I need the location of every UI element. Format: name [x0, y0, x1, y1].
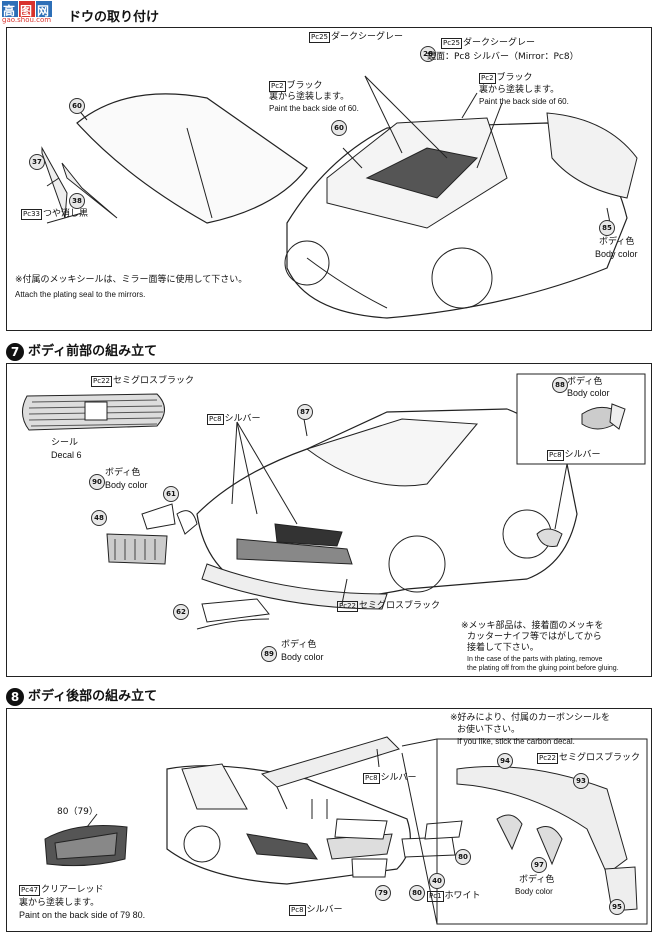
back-paint-right: 裏から塗装します。 — [479, 85, 560, 95]
part-80-b: 80 — [409, 885, 425, 901]
plating-note-jp-2: カッターナイフ等ではがしてから — [467, 632, 602, 642]
step6-title: ドウの取り付け — [68, 10, 160, 25]
plating-note-jp-3: 接着して下さい。 — [467, 643, 539, 653]
back-paint-left-en: Paint the back side of 60. — [269, 104, 359, 113]
pc-badge: Pc47 — [19, 885, 40, 896]
body-color-90-en: Body color — [105, 480, 148, 490]
pc-badge: Pc22 — [537, 753, 558, 764]
plating-note-en-2: the plating off from the gluing point be… — [467, 665, 619, 672]
body-color-89-en: Body color — [281, 652, 324, 662]
pc-badge: Pc8 — [289, 905, 306, 916]
plating-note-jp: ※付属のメッキシールは、ミラー面等に使用して下さい。 — [15, 275, 248, 285]
pc-badge: Pc22 — [337, 601, 358, 612]
pc-badge: Pc33 — [21, 209, 42, 220]
plating-note-jp-1: ※メッキ部品は、接着面のメッキを — [461, 621, 604, 631]
step7-header: 7 ボディ前部の組み立て — [6, 340, 157, 361]
pc-badge: Pc22 — [91, 376, 112, 387]
pc-badge: Pc2 — [269, 81, 286, 92]
part-60-mid: 60 — [331, 120, 347, 136]
pc-badge: Pc25 — [309, 32, 330, 43]
step8-title: ボディ後部の組み立て — [28, 689, 158, 704]
watermark-logo-icon — [2, 1, 52, 17]
part-60-top: 60 — [69, 98, 85, 114]
part-38: 38 — [69, 193, 85, 209]
part-94: 94 — [497, 753, 513, 769]
seal-en: Decal 6 — [51, 450, 82, 460]
step8-drawing — [44, 736, 648, 925]
seal-num: 6 — [76, 450, 82, 460]
part-85: 85 — [599, 220, 615, 236]
seal-jp: シール — [51, 438, 79, 448]
back-paint-right-en: Paint the back side of 60. — [479, 97, 569, 106]
plating-note-en: Attach the plating seal to the mirrors. — [15, 290, 146, 299]
part-97: 97 — [531, 857, 547, 873]
step8-header: 8 ボディ後部の組み立て — [6, 685, 157, 706]
part-40: 40 — [429, 873, 445, 889]
mirror-body-color-en: Body color — [567, 388, 610, 398]
step8-panel: ※好みにより、付属のカーボンシールを お使い下さい。 If you like, … — [6, 708, 652, 932]
pc-badge: Pc25 — [441, 38, 462, 49]
part-37: 37 — [29, 154, 45, 170]
part-80-right: 80 — [455, 849, 471, 865]
watermark-logo-text: 高图网 — [3, 4, 55, 18]
pc-badge: Pc1 — [427, 891, 444, 902]
plating-note-en-1: In the case of the parts with plating, r… — [467, 656, 603, 663]
pc-badge: Pc8 — [363, 773, 380, 784]
part-87: 87 — [297, 404, 313, 420]
part-88: 88 — [552, 377, 568, 393]
step7-number: 7 — [6, 342, 24, 361]
watermark-logo: 高图网 gao.shou.com — [2, 1, 66, 24]
part-26: 26 — [420, 46, 436, 62]
carbon-note-en: If you like, stick the carbon decal. — [457, 737, 575, 746]
part-62: 62 — [173, 604, 189, 620]
part-95: 95 — [609, 899, 625, 915]
mirror-body-color-jp: ボディ色 — [567, 377, 603, 387]
mirror-silver-note: 鏡面：Pc8 シルバー（Mirror：Pc8） — [427, 52, 579, 62]
clear-red-back: 裏から塗装します。 — [19, 898, 100, 908]
part-61: 61 — [163, 486, 179, 502]
step7-title: ボディ前部の組み立て — [28, 344, 158, 359]
body-color-en: Body color — [595, 249, 638, 259]
body-color-90-jp: ボディ色 — [105, 468, 141, 478]
step7-drawing — [22, 373, 646, 630]
body-color-jp: ボディ色 — [599, 237, 635, 247]
part-48: 48 — [91, 510, 107, 526]
carbon-note-jp-1: ※好みにより、付属のカーボンシールを — [450, 713, 611, 723]
part-90: 90 — [89, 474, 105, 490]
clear-red-en: Paint on the back side of 79 80. — [19, 910, 146, 920]
back-paint-left: 裏から塗装します。 — [269, 92, 350, 102]
part-79: 79 — [375, 885, 391, 901]
part-89: 89 — [261, 646, 277, 662]
pc-badge: Pc8 — [207, 414, 224, 425]
body-color-89-jp: ボディ色 — [281, 640, 317, 650]
part-80-79-label: 80（79） — [57, 807, 98, 817]
body-color-jp: ボディ色 — [519, 875, 555, 885]
body-color-en: Body color — [515, 887, 553, 896]
carbon-note-jp-2: お使い下さい。 — [457, 725, 521, 735]
step8-number: 8 — [6, 687, 24, 706]
watermark-url: gao.shou.com — [2, 16, 52, 24]
pc-badge: Pc2 — [479, 73, 496, 84]
pc-badge: Pc8 — [547, 450, 564, 461]
part-93: 93 — [573, 773, 589, 789]
step6-drawing — [41, 75, 638, 319]
